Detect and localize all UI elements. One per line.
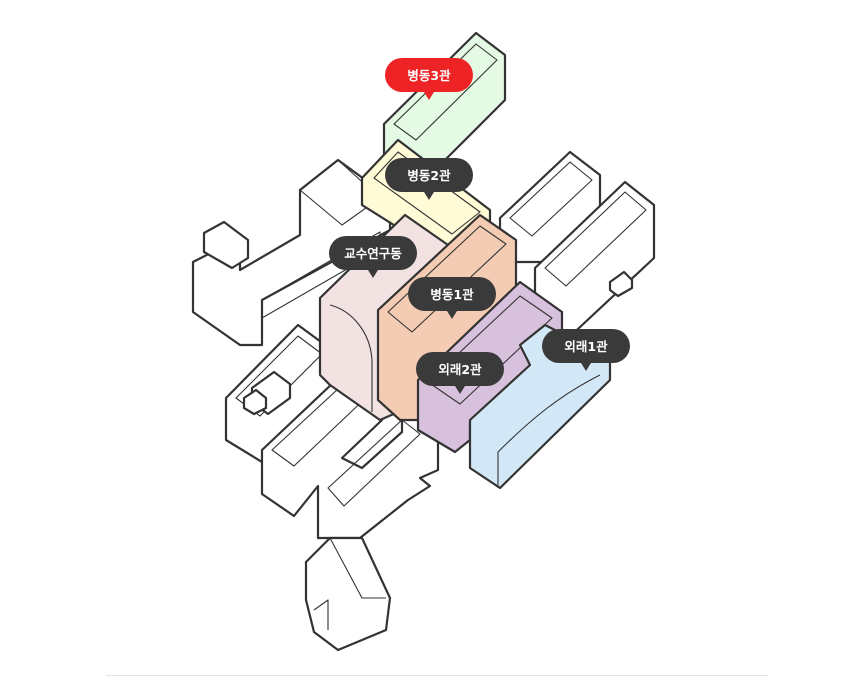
label-ward-2-pointer [424, 192, 434, 200]
label-research-pointer [368, 270, 378, 278]
label-outpatient-1-pointer [581, 363, 591, 371]
label-ward-1-text: 병동1관 [430, 287, 474, 302]
label-outpatient-1[interactable]: 외래1관 [542, 329, 630, 371]
label-outpatient-1-bubble[interactable] [542, 329, 630, 363]
label-ward-3-text: 병동3관 [407, 68, 451, 83]
building-front-left [224, 323, 334, 464]
label-ward-1[interactable]: 병동1관 [408, 277, 496, 319]
label-outpatient-2-bubble[interactable] [416, 352, 504, 386]
label-outpatient-2[interactable]: 외래2관 [416, 352, 504, 394]
label-ward-1-bubble[interactable] [408, 277, 496, 311]
label-outpatient-1-text: 외래1관 [564, 339, 608, 354]
label-ward-3[interactable]: 병동3관 [385, 58, 473, 100]
label-research[interactable]: 교수연구동 [329, 236, 417, 278]
building-small-house [304, 536, 392, 652]
label-ward-2-bubble[interactable] [385, 158, 473, 192]
label-ward-3-pointer [424, 92, 434, 100]
label-outpatient-2-pointer [455, 386, 465, 394]
label-research-text: 교수연구동 [344, 246, 402, 261]
label-ward-2[interactable]: 병동2관 [385, 158, 473, 200]
label-outpatient-2-text: 외래2관 [438, 362, 482, 377]
building-left-wing [191, 158, 392, 347]
label-ward-2-text: 병동2관 [407, 168, 451, 183]
label-ward-1-pointer [447, 311, 457, 319]
label-ward-3-bubble[interactable] [385, 58, 473, 92]
bottom-divider [106, 675, 768, 676]
label-research-bubble[interactable] [329, 236, 417, 270]
